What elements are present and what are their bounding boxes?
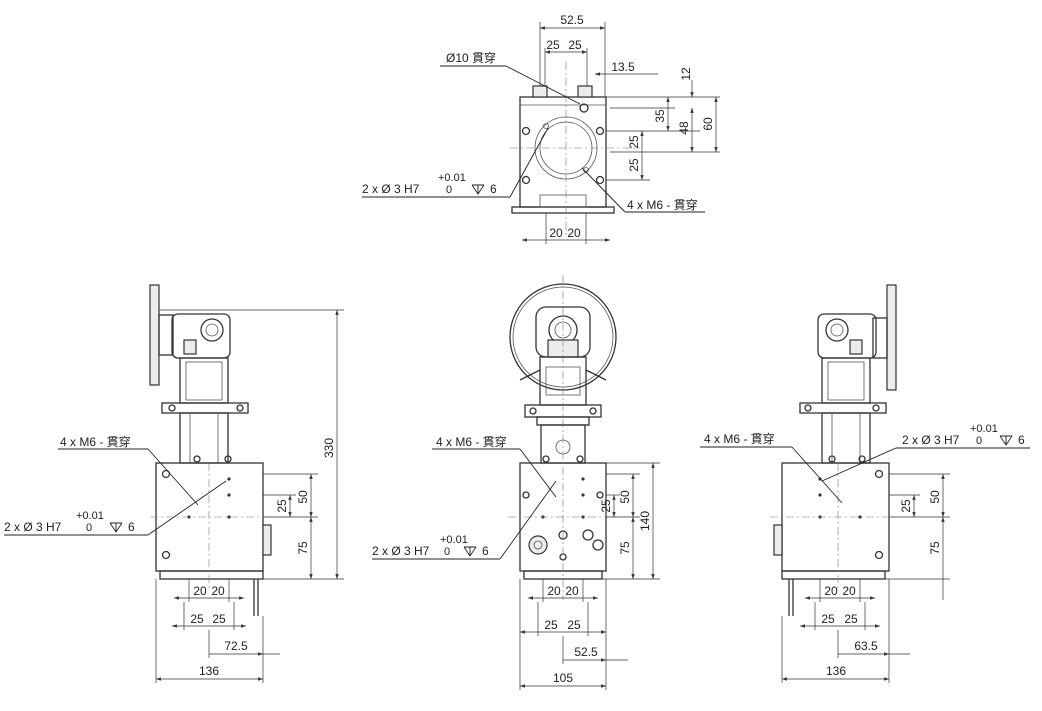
right-pin-hole-tol: +0.01 xyxy=(970,423,998,435)
right-view-hole xyxy=(874,469,884,479)
dim-left-25-a: 25 xyxy=(190,612,204,626)
dim-top-20-b: 20 xyxy=(567,226,581,240)
dim-right-75: 75 xyxy=(928,541,942,555)
front-pin-hole-tol: +0.01 xyxy=(440,534,468,546)
top-tap-hole-label: 4 x M6 - 貫穿 xyxy=(627,197,698,212)
dim-right-20-b: 20 xyxy=(842,584,856,598)
dim-top-48: 48 xyxy=(677,121,691,135)
dim-front-105: 105 xyxy=(553,671,573,685)
dim-top-25-a: 25 xyxy=(546,38,560,52)
depth-symbol-icon xyxy=(109,522,123,533)
dim-top-35: 35 xyxy=(653,109,667,123)
left-pin-hole-zero: 0 xyxy=(86,522,92,534)
top-view-hole xyxy=(595,175,605,185)
dim-top-25-d: 25 xyxy=(627,158,641,172)
left-pin-hole-depth: 6 xyxy=(128,520,135,534)
top-view-mount-block xyxy=(539,194,587,208)
dim-top-25-c: 25 xyxy=(627,135,641,149)
top-through-hole-label: Ø10 貫穿 xyxy=(446,50,496,65)
top-view-fitting xyxy=(532,85,548,98)
dim-left-72-5: 72.5 xyxy=(224,639,248,653)
dim-front-75: 75 xyxy=(618,541,632,555)
front-view: 140 50 25 75 4 x M6 - 貫穿 +0.01 2 x Ø 3 H… xyxy=(372,275,660,690)
dim-right-20-a: 20 xyxy=(824,584,838,598)
right-view-head-port xyxy=(825,318,849,342)
left-view: 330 50 25 75 4 x M6 - 貫穿 +0.01 2 x Ø 3 H… xyxy=(4,284,344,683)
right-view-head xyxy=(817,313,877,359)
dim-right-25-a: 25 xyxy=(821,612,835,626)
front-pin-hole-zero: 0 xyxy=(444,546,450,558)
dim-front-25-a: 25 xyxy=(544,618,558,632)
dim-left-20-b: 20 xyxy=(211,584,225,598)
dim-front-25-b: 25 xyxy=(567,618,581,632)
dim-left-50: 50 xyxy=(296,490,310,504)
left-tap-hole-label: 4 x M6 - 貫穿 xyxy=(60,434,131,449)
dim-front-20-a: 20 xyxy=(547,584,561,598)
left-view-column xyxy=(179,357,229,404)
dim-right-25: 25 xyxy=(899,499,913,513)
top-view-body xyxy=(519,96,607,208)
dim-top-20-a: 20 xyxy=(549,226,563,240)
right-view: 50 25 75 4 x M6 - 貫穿 +0.01 2 x Ø 3 H7 0 … xyxy=(700,284,1030,683)
depth-symbol-icon xyxy=(463,546,477,557)
depth-symbol-icon xyxy=(471,184,485,195)
top-view-hole xyxy=(521,175,531,185)
top-view-base-plate xyxy=(511,206,615,214)
right-view-column xyxy=(821,357,871,404)
front-pin-hole-main: 2 x Ø 3 H7 xyxy=(372,544,430,558)
top-view-fitting xyxy=(577,85,593,98)
dim-top-60: 60 xyxy=(701,117,715,131)
right-pin-hole-zero: 0 xyxy=(976,435,982,447)
right-pin-hole-main: 2 x Ø 3 H7 xyxy=(902,433,960,447)
top-view: 52.5 25 25 13.5 Ø10 貫穿 12 35 48 60 25 25… xyxy=(362,13,720,244)
left-view-hole xyxy=(161,469,171,479)
front-view-port xyxy=(528,535,548,555)
dim-left-25: 25 xyxy=(275,499,289,513)
dim-top-25-b: 25 xyxy=(568,38,582,52)
front-view-hole xyxy=(596,491,604,499)
dim-top-13-5: 13.5 xyxy=(611,60,635,74)
right-view-hole xyxy=(874,550,884,560)
top-view-hole xyxy=(595,126,605,136)
dim-front-52-5: 52.5 xyxy=(574,645,598,659)
front-view-hole xyxy=(522,491,530,499)
left-view-hole xyxy=(161,550,171,560)
left-view-flange xyxy=(149,284,160,386)
dim-right-63-5: 63.5 xyxy=(854,639,878,653)
dim-left-20-a: 20 xyxy=(193,584,207,598)
dim-left-330: 330 xyxy=(322,438,336,458)
front-tap-hole-label: 4 x M6 - 貫穿 xyxy=(436,434,507,449)
front-view-port xyxy=(592,539,604,551)
dim-right-25-b: 25 xyxy=(844,612,858,626)
top-pin-hole-zero: 0 xyxy=(446,184,452,196)
dim-left-25-b: 25 xyxy=(212,612,226,626)
left-view-head-port xyxy=(200,318,224,342)
dim-top-52-5: 52.5 xyxy=(560,13,584,27)
dim-front-20-b: 20 xyxy=(565,584,579,598)
front-view-port xyxy=(582,529,594,541)
dim-right-50: 50 xyxy=(928,490,942,504)
dim-front-140: 140 xyxy=(638,511,652,531)
dim-left-136: 136 xyxy=(199,664,219,678)
top-pin-hole-depth: 6 xyxy=(490,182,497,196)
front-view-column xyxy=(539,356,587,406)
dim-front-25: 25 xyxy=(599,499,613,513)
left-pin-hole-tol: +0.01 xyxy=(76,510,104,522)
dim-front-50: 50 xyxy=(618,490,632,504)
right-pin-hole-depth: 6 xyxy=(1018,433,1025,447)
dim-right-136: 136 xyxy=(826,664,846,678)
dim-top-12: 12 xyxy=(679,67,693,81)
top-pin-hole-tol: +0.01 xyxy=(438,172,466,184)
dim-left-75: 75 xyxy=(296,541,310,555)
top-view-through-hole xyxy=(579,103,589,113)
right-view-flange xyxy=(886,284,897,391)
left-pin-hole-main: 2 x Ø 3 H7 xyxy=(4,520,62,534)
top-pin-hole-main: 2 x Ø 3 H7 xyxy=(362,182,420,196)
top-view-pin-hole xyxy=(543,123,549,129)
right-tap-hole-label: 4 x M6 - 貫穿 xyxy=(704,431,775,446)
top-view-hole xyxy=(521,126,531,136)
depth-symbol-icon xyxy=(999,435,1013,446)
front-pin-hole-depth: 6 xyxy=(482,544,489,558)
